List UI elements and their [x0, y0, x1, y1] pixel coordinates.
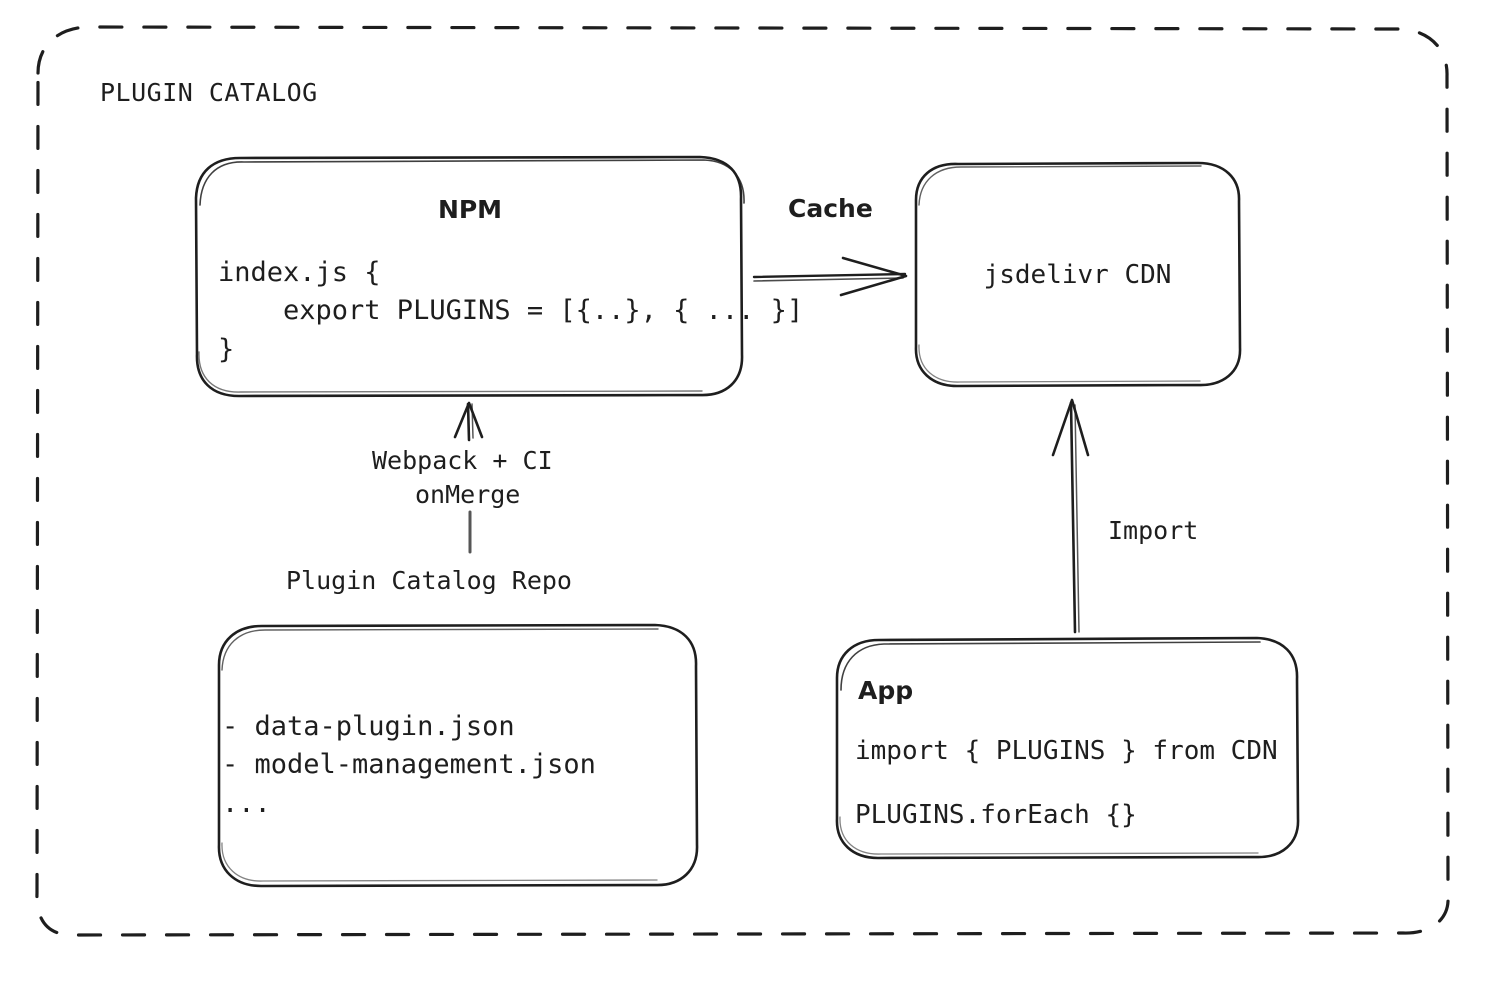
- arrow-repo-to-npm: [453, 401, 484, 554]
- repo-node-caption: Plugin Catalog Repo: [286, 566, 572, 595]
- page-title: PLUGIN CATALOG: [100, 78, 318, 107]
- repo-node-file-list: - data-plugin.json - model-management.js…: [222, 711, 596, 819]
- cdn-node-title: jsdelivr CDN: [983, 260, 1172, 290]
- npm-node-title: NPM: [437, 195, 503, 224]
- npm-node-code: index.js { export PLUGINS = [{..}, { ...…: [218, 257, 804, 365]
- edge-label-cache: Cache: [788, 194, 873, 223]
- edge-label-webpack-ci: Webpack + CI: [372, 446, 553, 475]
- app-node-foreach-line: PLUGINS.forEach {}: [855, 800, 1137, 830]
- arrow-app-to-cdn: [1051, 398, 1090, 634]
- edge-label-import: Import: [1108, 516, 1199, 545]
- app-node-title: App: [858, 676, 914, 705]
- app-node-import-line: import { PLUGINS } from CDN: [855, 736, 1278, 766]
- edge-label-onmerge: onMerge: [415, 480, 521, 509]
